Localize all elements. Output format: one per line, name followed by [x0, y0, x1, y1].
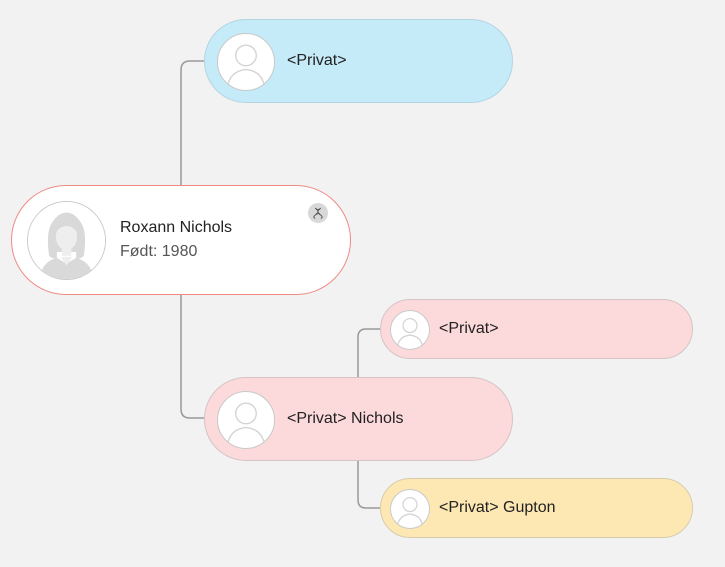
person-silhouette-icon: [217, 33, 275, 91]
connector-mother-grandmother-top: [357, 328, 380, 378]
dna-icon[interactable]: [308, 203, 328, 223]
father-name: <Privat>: [287, 52, 347, 69]
root-birth: Født: 1980: [120, 243, 198, 260]
grandmother-bottom-name: <Privat> Gupton: [439, 499, 556, 516]
female-silhouette-icon: [27, 201, 106, 280]
person-card-grandmother-top[interactable]: <Privat>: [380, 299, 693, 359]
connector-mother-grandmother-bottom: [357, 460, 380, 509]
grandmother-top-name: <Privat>: [439, 320, 499, 337]
connector-root-mother: [180, 295, 204, 419]
person-silhouette-icon: [217, 391, 275, 449]
person-card-grandmother-bottom[interactable]: <Privat> Gupton: [380, 478, 693, 538]
person-silhouette-icon: [390, 489, 430, 529]
person-card-root[interactable]: Roxann Nichols Født: 1980: [11, 185, 351, 295]
person-silhouette-icon: [390, 310, 430, 350]
person-card-mother[interactable]: <Privat> Nichols: [204, 377, 513, 461]
connector-root-father: [180, 60, 204, 185]
root-name: Roxann Nichols: [120, 219, 233, 236]
mother-name: <Privat> Nichols: [287, 410, 404, 427]
person-card-father[interactable]: <Privat>: [204, 19, 513, 103]
